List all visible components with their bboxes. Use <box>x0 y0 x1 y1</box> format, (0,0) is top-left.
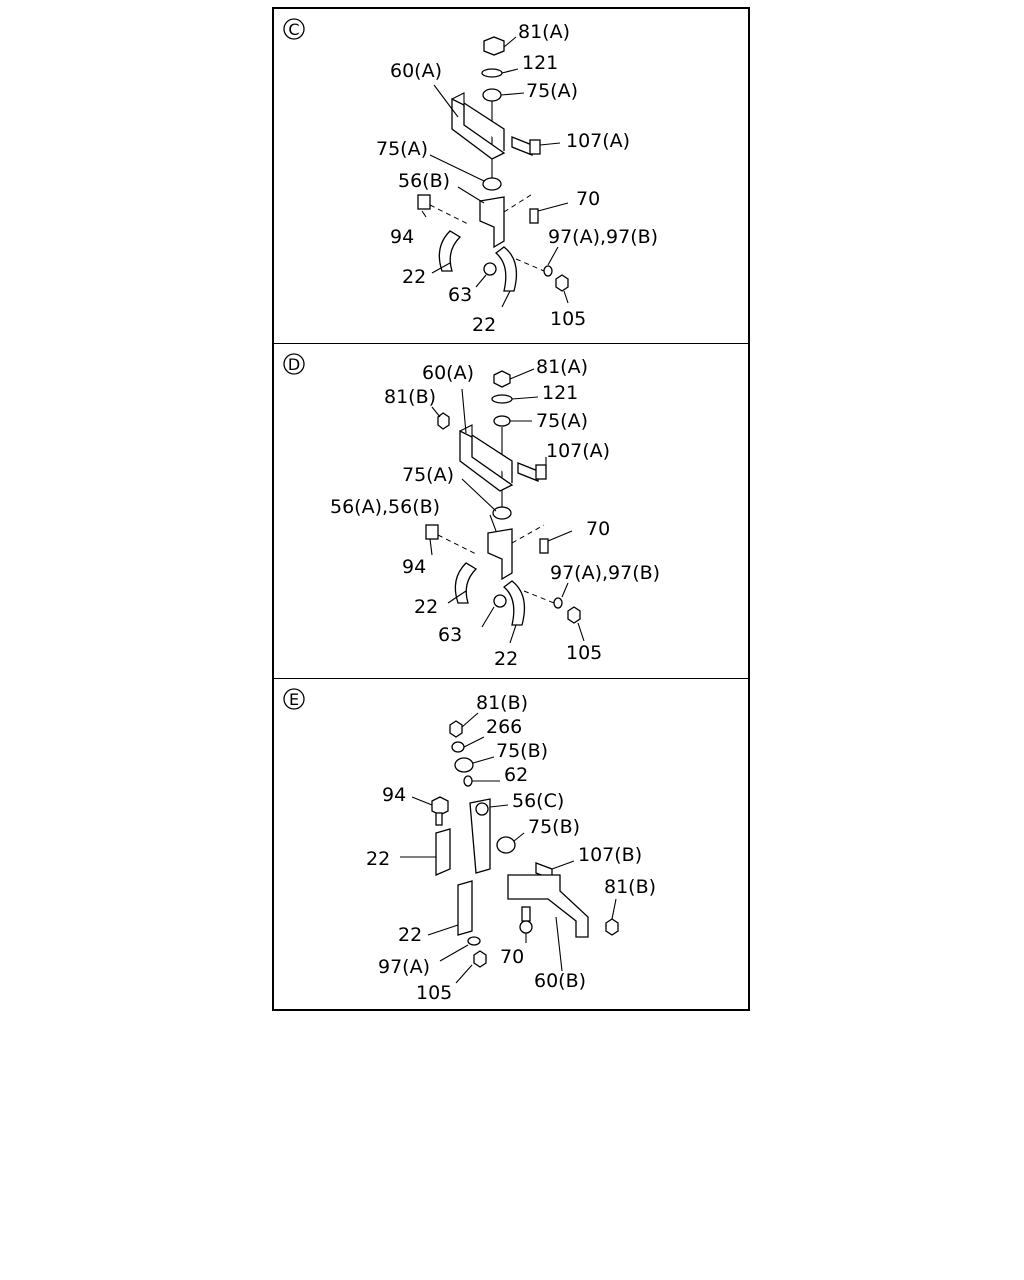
section-e-label-81b-bottom: 81(B) <box>604 876 656 898</box>
section-c-label-75a-top: 75(A) <box>526 80 578 102</box>
section-e-label-70: 70 <box>500 946 524 968</box>
section-c-label-121: 121 <box>522 52 558 74</box>
exploded-parts-diagram: C <box>283 18 660 1004</box>
section-e-parts <box>400 712 619 984</box>
section-e-label-22-top: 22 <box>366 848 390 870</box>
section-c-label-94: 94 <box>390 226 414 248</box>
section-c-label-22-right: 22 <box>472 314 496 336</box>
section-e-label-56c: 56(C) <box>512 790 564 812</box>
section-e-label-22-bottom: 22 <box>398 924 422 946</box>
section-e-label-60b: 60(B) <box>534 970 586 992</box>
section-c-parts <box>417 36 569 308</box>
section-c-label-81a: 81(A) <box>518 21 570 43</box>
section-c-label-22-left: 22 <box>402 266 426 288</box>
section-c-label-56b: 56(B) <box>398 170 450 192</box>
section-divider-1 <box>274 343 748 344</box>
section-c-label-60a: 60(A) <box>390 60 442 82</box>
section-e-label-62: 62 <box>504 764 528 786</box>
section-e-label-97a: 97(A) <box>378 956 430 978</box>
section-d-label-75a-top: 75(A) <box>536 410 588 432</box>
section-d-label-56: 56(A),56(B) <box>330 496 440 518</box>
section-d-label-60a: 60(A) <box>422 362 474 384</box>
section-d-label-81b: 81(B) <box>384 386 436 408</box>
section-e-label-81b-top: 81(B) <box>476 692 528 714</box>
section-e-label-94: 94 <box>382 784 406 806</box>
section-c-label-105: 105 <box>550 308 586 330</box>
section-c-label-97: 97(A),97(B) <box>548 226 658 248</box>
section-d: D <box>283 353 660 670</box>
section-e-label-75b-top: 75(B) <box>496 740 548 762</box>
section-e-letter: E <box>289 690 299 709</box>
section-e-label-107b: 107(B) <box>578 844 642 866</box>
section-d-label-63: 63 <box>438 624 462 646</box>
section-c-label-63: 63 <box>448 284 472 306</box>
section-c-label-70: 70 <box>576 188 600 210</box>
section-d-label-75a-bottom: 75(A) <box>402 464 454 486</box>
section-d-label-94: 94 <box>402 556 426 578</box>
section-c-label-107a: 107(A) <box>566 130 630 152</box>
section-e-label-105: 105 <box>416 982 452 1004</box>
section-c-label-75a-bottom: 75(A) <box>376 138 428 160</box>
section-d-label-121: 121 <box>542 382 578 404</box>
section-c-letter: C <box>288 20 299 39</box>
section-e-label-75b-bottom: 75(B) <box>528 816 580 838</box>
section-d-parts <box>425 368 585 644</box>
section-e-marker <box>283 688 305 710</box>
section-c: C <box>283 18 658 336</box>
section-d-label-105: 105 <box>566 642 602 664</box>
section-d-letter: D <box>288 355 300 374</box>
section-d-marker <box>283 353 305 375</box>
section-divider-2 <box>274 678 748 679</box>
section-d-label-81a: 81(A) <box>536 356 588 378</box>
section-c-marker <box>283 18 305 40</box>
section-d-label-70: 70 <box>586 518 610 540</box>
section-d-label-97: 97(A),97(B) <box>550 562 660 584</box>
section-e-label-266: 266 <box>486 716 522 738</box>
section-d-label-107a: 107(A) <box>546 440 610 462</box>
section-e: E <box>283 688 656 1004</box>
section-d-label-22-right: 22 <box>494 648 518 670</box>
section-d-label-22-left: 22 <box>414 596 438 618</box>
